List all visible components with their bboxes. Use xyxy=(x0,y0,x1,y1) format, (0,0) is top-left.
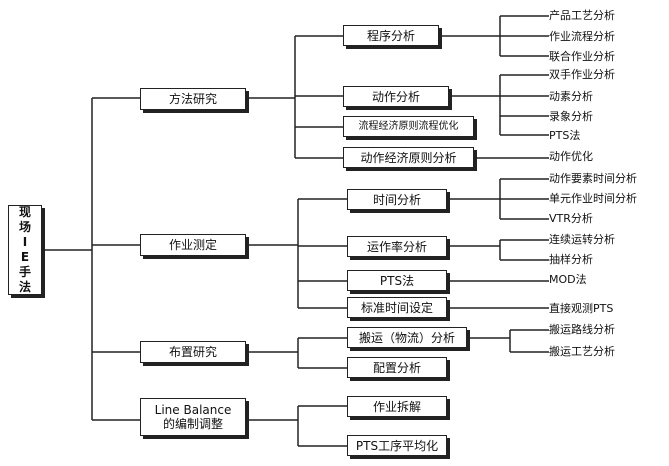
leaf-direct-observation-pts: 直接观测PTS xyxy=(549,302,614,315)
node-process-analysis: 程序分析 xyxy=(343,25,439,46)
leaf-joint-work-analysis: 联合作业分析 xyxy=(549,50,615,63)
node-handling-logistics-analysis: 搬运（物流）分析 xyxy=(347,327,467,348)
node-line-balance-line: 的编制调整 xyxy=(162,417,223,431)
node-motion-economy-analysis: 动作经济原则分析 xyxy=(343,147,474,168)
leaf-product-process-analysis: 产品工艺分析 xyxy=(549,9,615,22)
node-layout-study: 布置研究 xyxy=(140,341,246,363)
leaf-video-analysis: 录象分析 xyxy=(549,110,593,123)
node-operation-rate-analysis: 运作率分析 xyxy=(347,236,447,257)
node-pts-method: PTS法 xyxy=(347,270,447,291)
node-work-measurement: 作业测定 xyxy=(140,234,246,256)
root-char: 场 xyxy=(18,220,31,234)
leaf-work-flow-analysis: 作业流程分析 xyxy=(549,30,615,43)
root-char: E xyxy=(20,250,30,264)
node-pts-process-balancing: PTS工序平均化 xyxy=(347,435,447,456)
leaf-handling-process-analysis: 搬运工艺分析 xyxy=(549,345,615,358)
leaf-vtr-analysis: VTR分析 xyxy=(549,212,593,225)
node-time-analysis: 时间分析 xyxy=(347,189,447,210)
node-line-balance: Line Balance 的编制调整 xyxy=(140,398,246,436)
leaf-unit-work-time-analysis: 单元作业时间分析 xyxy=(549,192,637,205)
leaf-continuous-operation-analysis: 连续运转分析 xyxy=(549,233,615,246)
node-task-decomposition: 作业拆解 xyxy=(347,396,447,417)
root-char: 现 xyxy=(18,205,31,219)
leaf-sampling-analysis: 抽样分析 xyxy=(549,253,593,266)
node-configuration-analysis: 配置分析 xyxy=(347,357,447,378)
leaf-therblig-analysis: 动素分析 xyxy=(549,90,593,103)
leaf-motion-element-time-analysis: 动作要素时间分析 xyxy=(549,172,637,185)
node-flow-economy-optimization: 流程经济原则流程优化 xyxy=(343,116,474,137)
root-node: 现 场 I E 手 法 xyxy=(8,205,42,295)
root-char: I xyxy=(22,235,28,249)
leaf-pts-method: PTS法 xyxy=(549,129,581,142)
root-char: 手 xyxy=(18,265,31,279)
node-line-balance-line: Line Balance xyxy=(154,403,232,417)
node-motion-analysis: 动作分析 xyxy=(343,86,449,107)
leaf-motion-optimization: 动作优化 xyxy=(549,150,593,163)
leaf-two-hand-analysis: 双手作业分析 xyxy=(549,68,615,81)
node-standard-time-setting: 标准时间设定 xyxy=(347,297,447,318)
root-char: 法 xyxy=(18,280,31,294)
leaf-handling-route-analysis: 搬运路线分析 xyxy=(549,323,615,336)
leaf-mod-method: MOD法 xyxy=(549,273,587,286)
node-method-study: 方法研究 xyxy=(140,88,246,110)
